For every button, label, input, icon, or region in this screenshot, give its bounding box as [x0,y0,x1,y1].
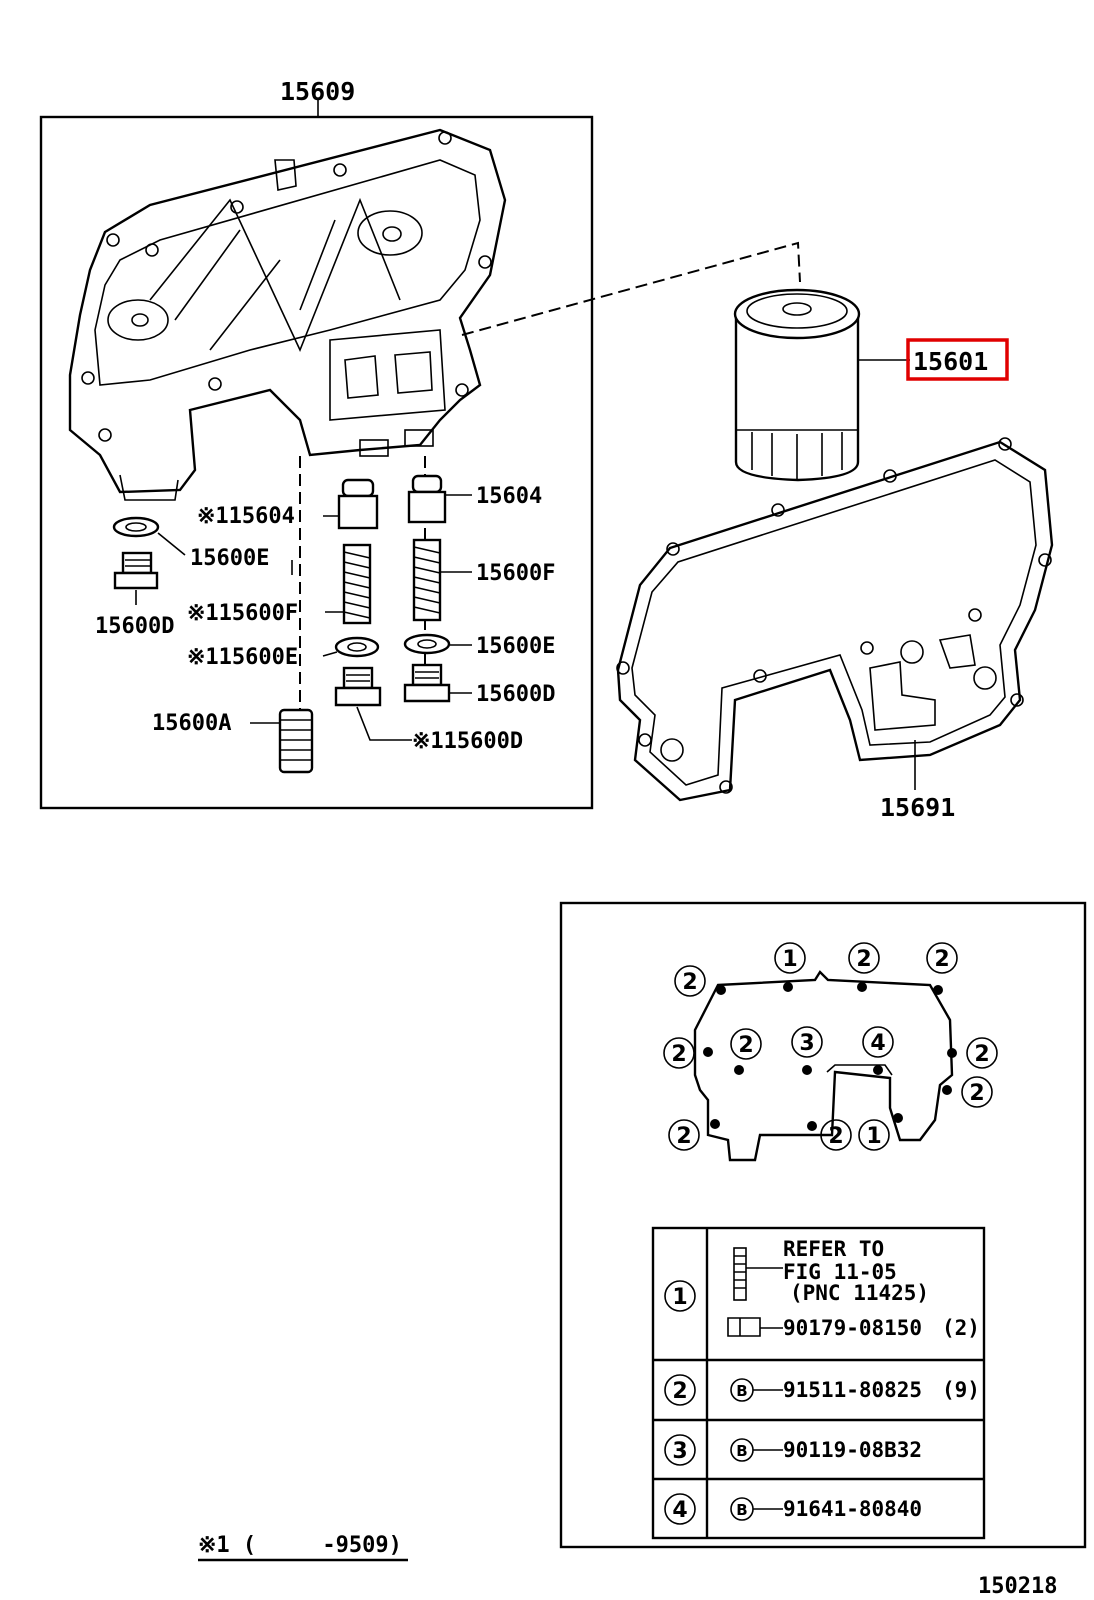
svg-text:2: 2 [671,1042,686,1067]
svg-text:2: 2 [974,1042,989,1067]
svg-text:1: 1 [866,1124,881,1149]
callout-circles: 2 1 2 2 2 2 3 4 2 2 2 2 1 [663,942,998,1151]
spring-15600F-middle [342,543,372,625]
svg-text:B: B [736,1442,747,1460]
bolt-pattern-outline [693,970,954,1162]
label-star-15604[interactable]: ※115604 [197,504,295,529]
label-15601[interactable]: 15601 [913,347,988,376]
table-row: 2 B 91511-80825 (9) [664,1374,980,1406]
label-star-15600E[interactable]: ※115600E [187,645,298,670]
svg-text:2: 2 [969,1081,984,1106]
bolt-table: 1 REFER TO FIG 11-05 (PNC 11425) 90179-0… [651,1226,986,1540]
label-15600E-right[interactable]: 15600E [476,634,555,659]
cover-frame [39,115,594,810]
relief-valve-15600A [278,708,314,774]
oil-cooler-cover [68,128,507,501]
table-row: 3 B 90119-08B32 [664,1434,922,1466]
callout-2: 2 [966,1037,998,1069]
callout-2: 2 [663,1037,695,1069]
part-number[interactable]: 90119-08B32 [783,1438,922,1462]
washer-15600E-middle [334,636,380,658]
svg-text:B: B [736,1382,747,1400]
label-star-15600F[interactable]: ※115600F [187,601,298,626]
quantity: (9) [942,1378,980,1402]
plug-15600D-middle [334,666,382,707]
svg-text:B: B [736,1501,747,1519]
callout-4: 4 [862,1026,894,1058]
callout-2: 2 [730,1028,762,1060]
table-row: 1 REFER TO FIG 11-05 (PNC 11425) 90179-0… [664,1237,980,1340]
footnote: ※1 ( -9509) [198,1533,402,1558]
svg-text:4: 4 [870,1031,885,1056]
gasket-15691 [616,437,1054,802]
callout-1: 1 [774,942,806,974]
highlight-box-15601 [906,338,1009,381]
part-number[interactable]: 90179-08150 [783,1316,922,1340]
svg-text:3: 3 [799,1031,814,1056]
label-15600A[interactable]: 15600A [152,711,231,736]
label-15604-right[interactable]: 15604 [476,484,542,509]
callout-1: 1 [858,1119,890,1151]
row-number: 1 [672,1285,687,1310]
callout-2: 2 [926,942,958,974]
quantity: (2) [942,1316,980,1340]
label-star-15600D[interactable]: ※115600D [412,729,523,754]
stud-icon [733,1247,747,1301]
callout-2: 2 [820,1119,852,1151]
row-number: 3 [672,1439,687,1464]
callout-2: 2 [961,1076,993,1108]
bolt-icon [727,1317,761,1337]
label-15600D-left[interactable]: 15600D [95,614,174,639]
callout-3: 3 [791,1026,823,1058]
part-number[interactable]: 91641-80840 [783,1497,922,1521]
label-15600D-right[interactable]: 15600D [476,682,555,707]
svg-text:2: 2 [828,1124,843,1149]
plug-15604-middle [337,478,379,530]
washer-15600E-left [112,516,160,538]
refer-line-2: FIG 11-05 [783,1260,897,1284]
table-row: 4 B 91641-80840 [664,1493,922,1525]
spring-15600F-right [412,538,442,622]
label-15600F-right[interactable]: 15600F [476,561,555,586]
bolt-dots [703,982,957,1131]
refer-line-1: REFER TO [783,1237,884,1261]
washer-15600E-right [403,633,451,655]
callout-2: 2 [848,942,880,974]
svg-text:1: 1 [782,947,797,972]
plug-15600D-left [113,551,159,590]
svg-text:2: 2 [676,1124,691,1149]
label-15691[interactable]: 15691 [880,793,955,822]
refer-line-3: (PNC 11425) [790,1281,929,1305]
callout-2: 2 [674,965,706,997]
plug-15604-right [407,474,447,524]
svg-text:2: 2 [682,970,697,995]
row-number: 4 [672,1498,687,1523]
row-number: 2 [672,1379,687,1404]
svg-text:2: 2 [934,947,949,972]
figure-number: 150218 [978,1574,1057,1599]
plug-15600D-right [403,663,451,703]
bolt-location-frame [559,901,1087,1549]
callout-2: 2 [668,1119,700,1151]
svg-text:2: 2 [738,1033,753,1058]
part-number[interactable]: 91511-80825 [783,1378,922,1402]
oil-filter-15601 [733,288,861,482]
svg-text:2: 2 [856,947,871,972]
label-15609[interactable]: 15609 [280,77,355,106]
label-15600E-left[interactable]: 15600E [190,546,269,571]
